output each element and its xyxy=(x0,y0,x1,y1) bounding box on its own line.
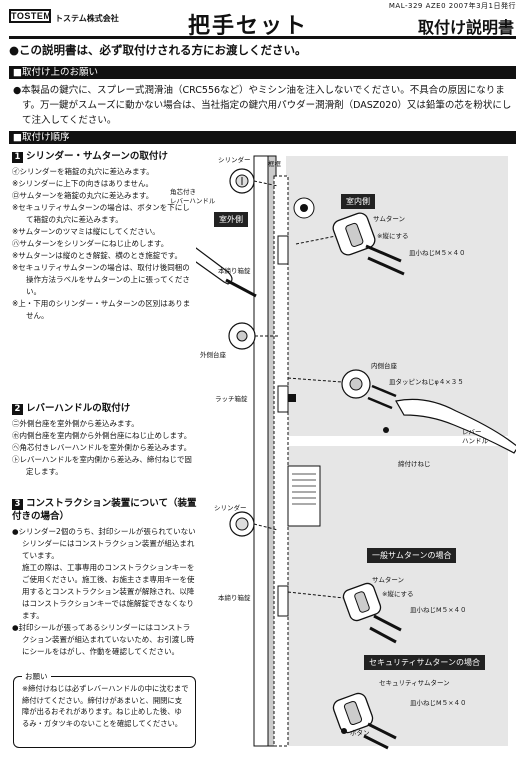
list-item: ※セキュリティサムターンの場合は、ボタンを下にして箱錠の丸穴に差込みます。 xyxy=(12,203,190,224)
label-lockcase: 本締り箱錠 xyxy=(218,267,251,275)
brand-logo: TOSTEM xyxy=(9,9,52,23)
step-title-text: シリンダー・サムターンの取付け xyxy=(26,151,168,162)
heading-security-thumbturn: セキュリティサムターンの場合 xyxy=(364,655,485,670)
door-edge xyxy=(253,155,269,747)
label-latch: ラッチ箱錠 xyxy=(215,395,248,403)
general-thumbturn-icon xyxy=(287,582,402,644)
step2-items: ㋥外側台座を室外側から差込みます。 ㋭内側台座を室内側から外側台座にねじ止めしま… xyxy=(12,418,197,478)
label-outdoor: 室外側 xyxy=(214,212,248,227)
step3-items: ●シリンダー2個のうち、封印シールが張られていないシリンダーにはコンストラクショ… xyxy=(12,526,197,658)
label-outer-base: 外側台座 xyxy=(200,351,226,359)
list-item: ※シリンダーに上下の向きはありません。 xyxy=(12,179,154,188)
label-thumbturn: サムターン xyxy=(373,215,406,223)
label-thumbturn-2: サムターン xyxy=(372,576,405,584)
step-title-text: コンストラクション装置について（装置付きの場合） xyxy=(12,498,197,522)
label-lockcase-bottom: 本締り箱錠 xyxy=(218,594,251,602)
label-security-thumbturn: セキュリティサムターン xyxy=(379,679,450,687)
list-item: ※サムターンのツマミは縦にしてください。 xyxy=(12,227,160,236)
label-lever: レバー ハンドル xyxy=(462,428,488,445)
step-title-text: レバーハンドルの取付け xyxy=(26,403,131,414)
cylinder-icon-top xyxy=(229,168,279,194)
thumbturn-icon-top xyxy=(293,197,405,276)
security-thumbturn-icon xyxy=(332,692,397,750)
document-number: MAL-329 AZE0 2007年3月1日発行 xyxy=(388,2,516,10)
label-screw-m5: 皿小ねじM５×４０ xyxy=(409,249,466,257)
latch-bolt xyxy=(288,394,296,402)
list-item: ㋭内側台座を室内側から外側台座にねじ止めします。 xyxy=(12,431,192,440)
list-item: ㋬角芯付きレバーハンドルを室外側から差込みます。 xyxy=(12,443,192,452)
step-number: 1 xyxy=(12,152,23,163)
label-button: ボタン xyxy=(350,729,370,737)
panel-top xyxy=(286,156,508,436)
step1-items: ㋑シリンダーを箱錠の丸穴に差込みます。 ※シリンダーに上下の向きはありません。 … xyxy=(12,166,197,322)
section-heading-procedure: ■取付け順序 xyxy=(9,131,516,144)
label-vertical: ※縦にする xyxy=(377,232,409,240)
label-cylinder-top: シリンダー xyxy=(218,156,251,164)
label-screw-3: 皿小ねじM５×４０ xyxy=(410,699,467,707)
header-divider xyxy=(9,36,516,39)
label-indoor: 室内側 xyxy=(341,194,375,209)
precaution-text: ●本製品の鍵穴に、スプレー式潤滑油（CRC556など）やミシン油を注入しないでく… xyxy=(13,85,512,126)
list-item: ●シリンダー2個のうち、封印シールが張られていないシリンダーにはコンストラクショ… xyxy=(12,527,196,560)
heading-general-thumbturn: 一般サムターンの場合 xyxy=(367,548,457,563)
lower-lockcase xyxy=(277,585,289,617)
list-item: ※セキュリティサムターンの場合は、取付け後同梱の操作方法ラベルをサムターンの上に… xyxy=(12,263,190,296)
label-screw-2: 皿小ねじM５×４０ xyxy=(410,606,467,614)
label-tapping-screw: 皿タッピンねじφ４×３５ xyxy=(389,378,464,386)
caution-note-box: お願い ※締付けねじは必ずレバーハンドルの中に沈むまで締付けてください。締付けが… xyxy=(13,671,196,748)
deadbolt-lockcase xyxy=(277,235,289,265)
label-cylinder-bottom: シリンダー xyxy=(214,504,247,512)
cylinder-icon-bottom xyxy=(229,511,279,537)
label-vertical-2: ※縦にする xyxy=(382,590,414,598)
outer-base-icon xyxy=(228,322,278,350)
step-number: 3 xyxy=(12,499,23,510)
inner-base-icon xyxy=(287,369,397,410)
step-number: 2 xyxy=(12,404,23,415)
list-item: ㋑シリンダーを箱錠の丸穴に差込みます。 xyxy=(12,167,154,176)
label-door: 框框 xyxy=(268,160,281,168)
list-item: ※サムターンは縦のとき解錠、横のとき施錠です。 xyxy=(12,251,183,260)
list-item: ㋥外側台座を室外側から差込みます。 xyxy=(12,419,139,428)
label-sticker xyxy=(287,465,321,527)
list-item: ㋣レバーハンドルを室内側から差込み、締付ねじで固定します。 xyxy=(12,455,192,476)
company-name: トステム株式会社 xyxy=(55,14,119,23)
lever-handle-outdoor xyxy=(196,247,257,298)
note-title: お願い xyxy=(22,671,51,682)
page-subtitle: 取付け説明書 xyxy=(417,18,514,37)
list-item: ●封印シールが張ってあるシリンダーにはコンストラクション装置が組込まれていないた… xyxy=(12,623,195,656)
latch-lockcase xyxy=(277,385,289,413)
handover-notice: ●この説明書は、必ず取付けされる方にお渡しください。 xyxy=(9,43,307,57)
section-heading-precautions: ■取付け上のお願い xyxy=(9,66,516,79)
lever-handle-indoor xyxy=(383,398,516,454)
list-item: ㋺サムターンを箱錠の丸穴に差込みます。 xyxy=(12,191,154,200)
label-set-screw: 締付けねじ xyxy=(398,460,431,468)
list-item: ㋩サムターンをシリンダーにねじ止めします。 xyxy=(12,239,169,248)
note-text: ※締付けねじは必ずレバーハンドルの中に沈むまで締付けてください。締付けがあまいと… xyxy=(22,684,189,728)
label-lever-square: 角芯付き レバーハンドル xyxy=(170,188,216,205)
list-item: ※上・下用のシリンダー・サムターンの区別はありません。 xyxy=(12,299,191,320)
page-title: 把手セット xyxy=(188,14,309,39)
list-item: 施工の際は、工事専用のコンストラクションキーをご使用ください。施工後、お施主さま… xyxy=(22,563,195,620)
label-inner-base: 内側台座 xyxy=(371,362,397,370)
installation-diagram xyxy=(196,155,516,750)
